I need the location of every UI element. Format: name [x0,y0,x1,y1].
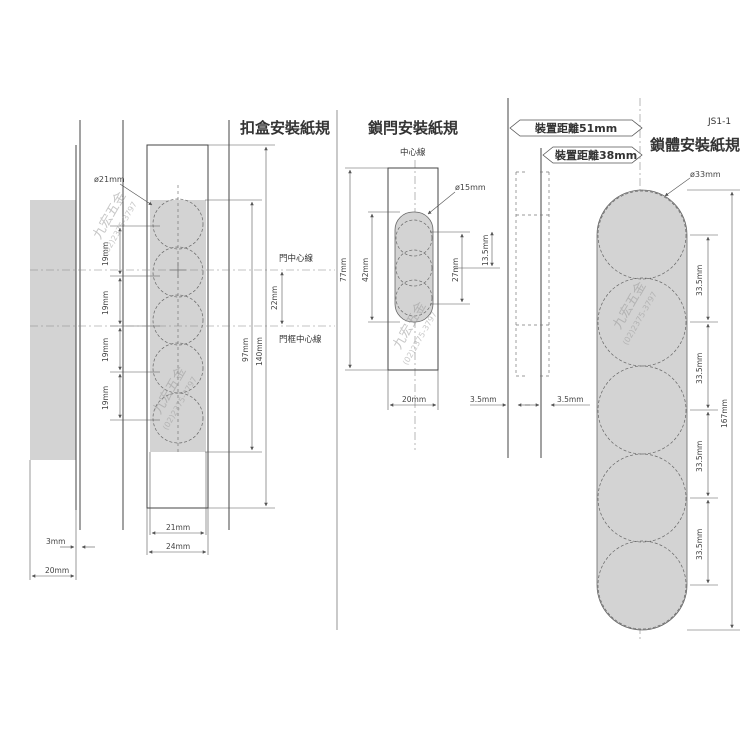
strike-plate-outline [146,144,209,509]
strike-title: 扣盒安裝紙規 [240,119,330,137]
latch-length-27: 27mm [451,258,460,282]
strike-pitch-1: 19mm [101,242,110,266]
length-140: 140mm [255,337,264,366]
backset-51: 裝置距離51mm [534,121,617,135]
backset-38: 裝置距離38mm [554,148,637,162]
width-24: 24mm [166,542,190,551]
strike-hole-diameter: ø21mm [94,175,125,184]
body-pitch-4: 33.5mm [695,529,704,560]
body-pitch-3: 33.5mm [695,441,704,472]
body-hole-diameter: ø33mm [690,170,721,179]
thickness-20: 20mm [45,566,69,575]
length-97: 97mm [241,338,250,362]
width-21: 21mm [166,523,190,532]
latch-hole-diameter: ø15mm [455,183,486,192]
body-holes [597,190,687,630]
latch-slot [394,211,434,323]
gap-3: 3mm [46,537,65,546]
backset-51-arrow [509,119,643,137]
frame-profile [30,200,76,460]
strike-section: 扣盒安裝紙規 ø21mm [29,119,335,580]
latch-title: 鎖閂安裝紙規 [368,119,458,137]
latch-length-13-5: 13.5mm [481,235,490,266]
lock-body-slot [596,189,688,631]
latch-gap-right: 3.5mm [557,395,584,404]
latch-section: 鎖閂安裝紙規 中心線 ø15mm 77mm 42mm 27mm 13.5mm [339,98,590,458]
body-total-167: 167mm [720,399,729,428]
latch-faceplate [387,167,439,371]
strike-pitch-4: 19mm [101,386,110,410]
body-pitch-1: 33.5mm [695,265,704,296]
latch-width-20: 20mm [402,395,426,404]
frame-center-label: 門框中心線 [279,334,322,345]
strike-pitch-3: 19mm [101,338,110,362]
sheet-code: JS1-1 [707,117,731,127]
latch-gap-left: 3.5mm [470,395,497,404]
watermark-strike: 九宏五金 (02)2375-3797 [90,189,139,257]
latch-holes [395,219,433,317]
backset-38-arrow [542,146,643,164]
offset-22: 22mm [270,286,279,310]
body-section: 裝置距離51mm 裝置距離38mm 鎖體安裝紙規 ø33mm 33.5mm 33… [509,98,740,640]
door-center-label: 門中心線 [279,253,314,264]
latch-center-label: 中心線 [400,147,426,158]
latch-length-77: 77mm [339,258,348,282]
latch-length-42: 42mm [361,258,370,282]
strike-pitch-2: 19mm [101,291,110,315]
body-pitch-2: 33.5mm [695,353,704,384]
body-title: 鎖體安裝紙規 [650,136,740,154]
